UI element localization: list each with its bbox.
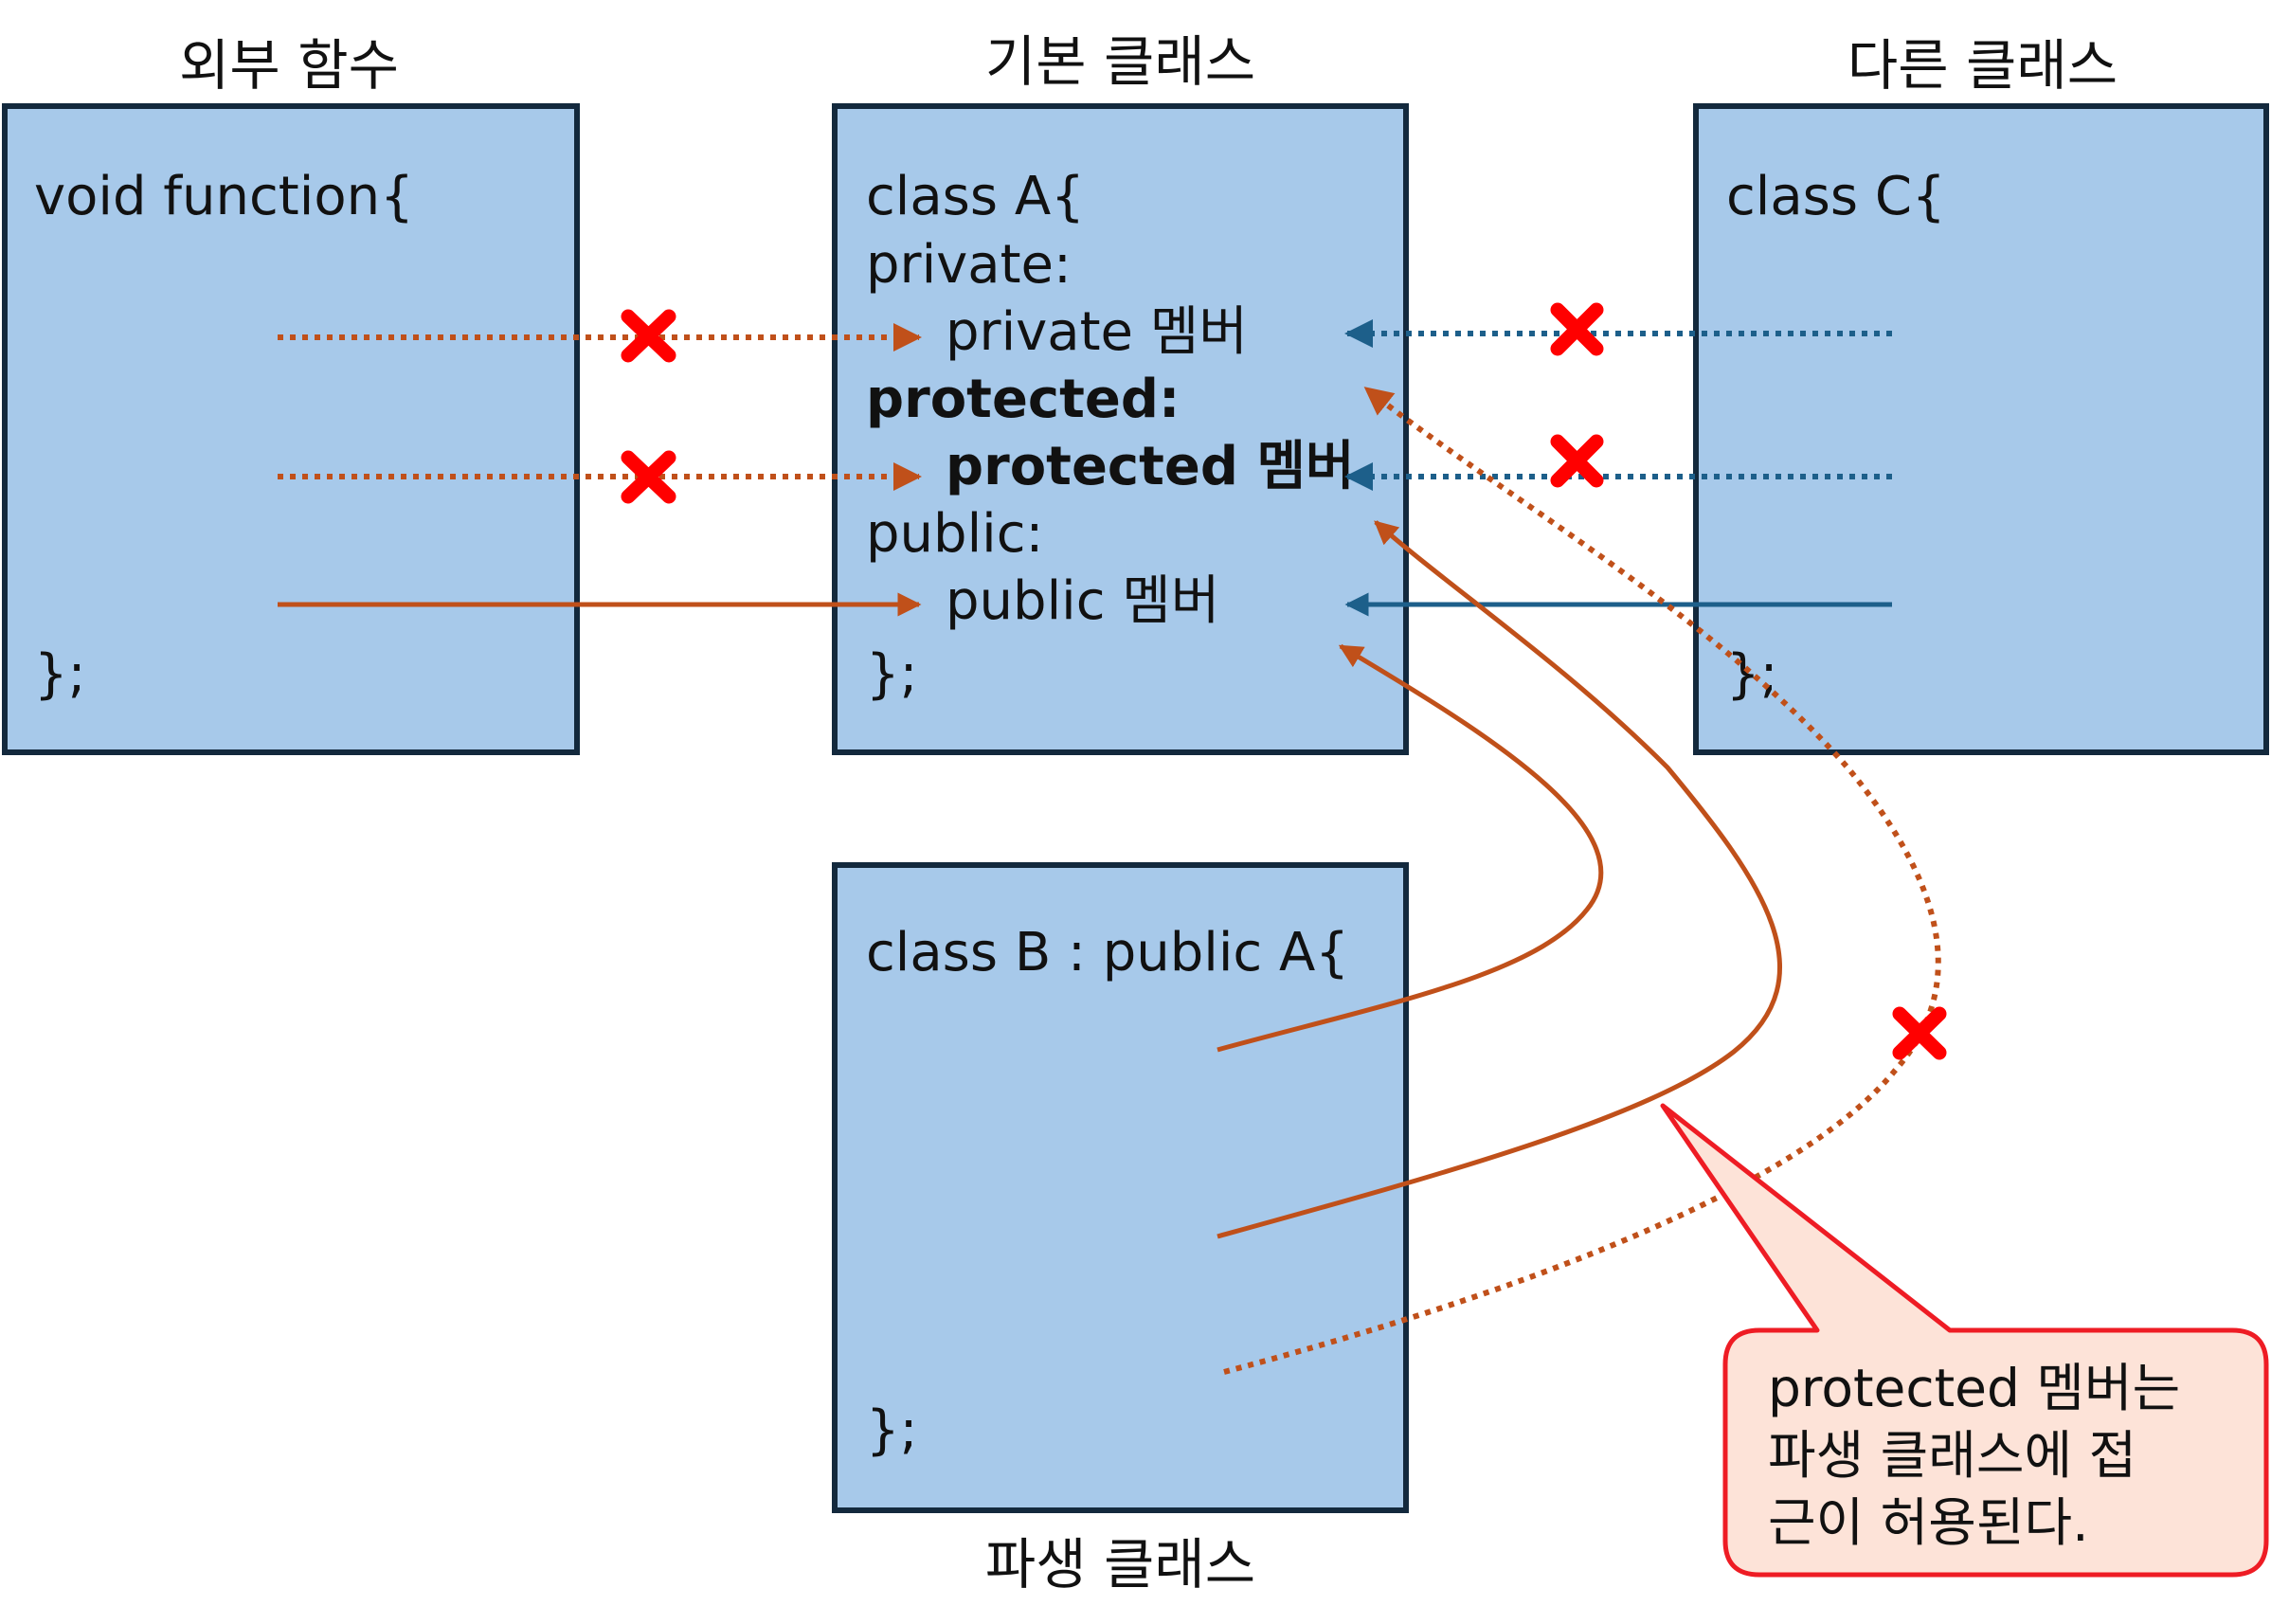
external-function-title: 외부 함수 [179, 33, 399, 98]
other-class-close: }; [1726, 643, 1778, 705]
other-class-title: 다른 클래스 [1847, 33, 2118, 98]
public-label: public: [866, 503, 1044, 565]
external-function-close: }; [34, 643, 86, 705]
derived-to-public-curve [1217, 643, 1604, 1053]
callout-text: protected 멤버는 파생 클래스에 접 근이 허용된다. [1768, 1355, 2180, 1557]
base-class-box [832, 103, 1409, 755]
derived-class-header: class B : public A{ [866, 922, 1349, 983]
callout-line-3: 근이 허용된다. [1768, 1492, 2089, 1553]
public-member: public 멤버 [946, 570, 1220, 632]
deny-mark-external-private [621, 309, 676, 363]
deny-mark-external-protected [621, 450, 676, 504]
derived-class-box [832, 862, 1409, 1513]
callout-bubble [1660, 1103, 2269, 1578]
callout-line-2: 파생 클래스에 접 [1768, 1425, 2137, 1486]
protected-member: protected 멤버 [946, 436, 1355, 497]
base-class-close: }; [866, 643, 918, 705]
external-function-header: void function{ [34, 166, 414, 227]
private-label: private: [866, 234, 1072, 296]
derived-to-private-curve [1223, 386, 1941, 1375]
callout-line-1: protected 멤버는 [1768, 1358, 2181, 1418]
external-function-box [2, 103, 580, 755]
other-class-header: class C{ [1726, 166, 1946, 227]
protected-label: protected: [866, 369, 1181, 430]
deny-mark-derived-private [1892, 1006, 1947, 1060]
base-class-title: 기본 클래스 [984, 29, 1256, 94]
derived-class-title: 파생 클래스 [984, 1532, 1256, 1597]
base-class-header: class A{ [866, 166, 1085, 227]
deny-mark-other-protected [1550, 434, 1604, 488]
private-member: private 멤버 [946, 301, 1248, 363]
derived-class-close: }; [866, 1399, 918, 1461]
derived-to-protected-curve [1217, 520, 1783, 1239]
other-class-box [1693, 103, 2269, 755]
deny-mark-other-private [1550, 302, 1604, 356]
